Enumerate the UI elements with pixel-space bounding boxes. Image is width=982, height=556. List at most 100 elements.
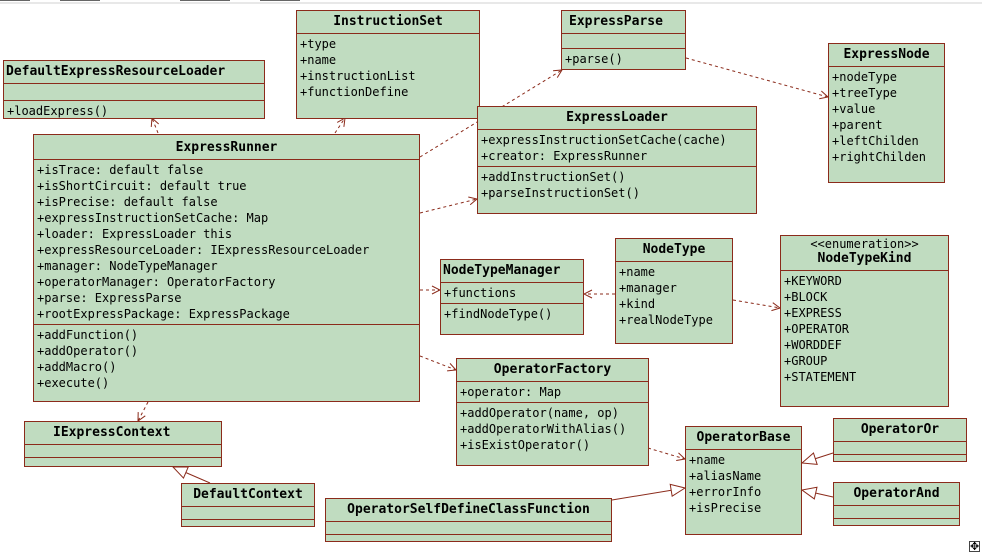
attribute: +kind xyxy=(619,297,656,311)
class-default-express-resource-loader[interactable]: DefaultExpressResourceLoader +loadExpres… xyxy=(3,60,265,119)
attribute: +creator: ExpressRunner xyxy=(481,149,648,163)
operation: +addOperator() xyxy=(37,344,139,358)
attribute: +expressInstructionSetCache(cache) xyxy=(481,133,727,147)
attr-section xyxy=(562,33,685,48)
attr-section xyxy=(326,521,611,534)
class-node-type-manager[interactable]: NodeTypeManager +functions +findNodeType… xyxy=(440,259,584,335)
class-title: ExpressLoader xyxy=(566,110,668,125)
enum-literal: +KEYWORD xyxy=(784,274,842,288)
operation: +addOperatorWithAlias() xyxy=(460,422,627,436)
attribute: +leftChilden xyxy=(832,134,919,148)
dep-runner-instructionset xyxy=(334,118,345,134)
attr-section xyxy=(25,444,221,457)
attribute: +rootExpressPackage: ExpressPackage xyxy=(37,307,290,321)
attribute: +value xyxy=(832,102,876,116)
gen-operatorand xyxy=(802,490,834,497)
gen-operatoror xyxy=(802,453,834,463)
class-title: ExpressParse xyxy=(569,14,663,29)
class-node-type-kind[interactable]: <<enumeration>> NodeTypeKind +KEYWORD +B… xyxy=(780,235,949,407)
class-instruction-set[interactable]: InstructionSet +type +name +instructionL… xyxy=(296,10,480,119)
attribute: +expressInstructionSetCache: Map xyxy=(37,211,269,225)
gen-selfdefine xyxy=(611,488,685,501)
attribute: +isTrace: default false xyxy=(37,163,204,177)
attr-section: +name +aliasName +errorInfo +isPrecise xyxy=(686,449,801,518)
attr-section: +expressInstructionSetCache(cache) +crea… xyxy=(478,129,756,166)
attribute: +nodeType xyxy=(832,70,898,84)
operation: +findNodeType() xyxy=(444,307,553,321)
class-title: OperatorAnd xyxy=(853,486,940,501)
class-title: ExpressNode xyxy=(843,47,930,62)
dep-runner-opfactory xyxy=(419,355,456,370)
attr-section: +isTrace: default false +isShortCircuit:… xyxy=(34,159,419,324)
attribute: +realNodeType xyxy=(619,313,713,327)
class-title: IExpressContext xyxy=(53,425,171,440)
attribute: +treeType xyxy=(832,86,898,100)
class-title: DefaultExpressResourceLoader xyxy=(6,64,226,79)
class-title: InstructionSet xyxy=(333,14,443,29)
enum-literal: +GROUP xyxy=(784,354,828,368)
class-iexpress-context[interactable]: IExpressContext xyxy=(24,421,222,467)
class-operator-or[interactable]: OperatorOr xyxy=(833,418,967,462)
attribute: +name xyxy=(689,453,726,467)
class-title: DefaultContext xyxy=(193,487,303,502)
class-operator-base[interactable]: OperatorBase +name +aliasName +errorInfo… xyxy=(685,426,802,535)
attr-section: +nodeType +treeType +value +parent +left… xyxy=(829,66,944,167)
attr-section: +functions xyxy=(441,282,583,303)
ops-section: +addOperator(name, op) +addOperatorWithA… xyxy=(457,402,648,455)
operation: +isExistOperator() xyxy=(460,438,591,452)
class-operator-self-define[interactable]: OperatorSelfDefineClassFunction xyxy=(325,498,612,542)
operation: +parse() xyxy=(565,52,623,66)
attr-section xyxy=(834,505,959,518)
class-express-node[interactable]: ExpressNode +nodeType +treeType +value +… xyxy=(828,43,945,183)
attribute: +name xyxy=(619,265,656,279)
stereotype-label: <<enumeration>> xyxy=(810,237,919,251)
ops-section xyxy=(834,454,966,463)
ops-section xyxy=(182,519,314,528)
enum-literal: +BLOCK xyxy=(784,290,828,304)
class-title: OperatorOr xyxy=(860,422,940,437)
attribute: +aliasName xyxy=(689,469,762,483)
ops-section: +addFunction() +addOperator() +addMacro(… xyxy=(34,324,419,393)
operation: +parseInstructionSet() xyxy=(481,186,640,200)
attribute: +instructionList xyxy=(300,69,416,83)
gen-defaultcontext xyxy=(173,467,211,484)
attribute: +operator: Map xyxy=(460,385,562,399)
class-express-loader[interactable]: ExpressLoader +expressInstructionSetCach… xyxy=(477,106,757,214)
attr-section xyxy=(834,441,966,454)
attr-section: +operator: Map xyxy=(457,381,648,402)
ops-section: +findNodeType() xyxy=(441,303,583,324)
attr-section: +KEYWORD +BLOCK +EXPRESS +OPERATOR +WORD… xyxy=(781,270,948,387)
class-express-runner[interactable]: ExpressRunner +isTrace: default false +i… xyxy=(33,134,420,402)
class-title: OperatorBase xyxy=(696,430,791,445)
attr-section: +name +manager +kind +realNodeType xyxy=(616,261,732,330)
class-operator-and[interactable]: OperatorAnd xyxy=(833,482,960,526)
attr-section: +type +name +instructionList +functionDe… xyxy=(297,33,479,102)
operation: +execute() xyxy=(37,376,110,390)
ops-section xyxy=(326,534,611,543)
class-title: NodeTypeManager xyxy=(443,263,561,278)
class-default-context[interactable]: DefaultContext xyxy=(181,483,315,527)
enum-literal: +STATEMENT xyxy=(784,370,857,384)
attribute: +expressResourceLoader: IExpressResource… xyxy=(37,243,370,257)
attribute: +errorInfo xyxy=(689,485,762,499)
class-operator-factory[interactable]: OperatorFactory +operator: Map +addOpera… xyxy=(456,358,649,466)
class-express-parse[interactable]: ExpressParse +parse() xyxy=(561,10,686,70)
enum-literal: +OPERATOR xyxy=(784,322,850,336)
class-node-type[interactable]: NodeType +name +manager +kind +realNodeT… xyxy=(615,238,733,344)
enum-literal: +WORDDEF xyxy=(784,338,842,352)
class-title: ExpressRunner xyxy=(175,140,278,155)
class-title: OperatorSelfDefineClassFunction xyxy=(347,502,590,517)
ops-section: +loadExpress() xyxy=(4,100,264,121)
operation: +addOperator(name, op) xyxy=(460,406,619,420)
attribute: +isPrecise xyxy=(689,501,762,515)
operation: +loadExpress() xyxy=(7,104,109,118)
dep-runner-loader xyxy=(419,199,477,214)
class-title: NodeTypeKind xyxy=(817,251,912,266)
ops-section: +parse() xyxy=(562,48,685,69)
move-icon[interactable]: ✥ xyxy=(969,540,980,553)
dep-opfactory-opbase xyxy=(647,447,685,459)
class-title: OperatorFactory xyxy=(493,362,612,377)
attribute: +parse: ExpressParse xyxy=(37,291,182,305)
dep-runner-context xyxy=(138,401,149,421)
